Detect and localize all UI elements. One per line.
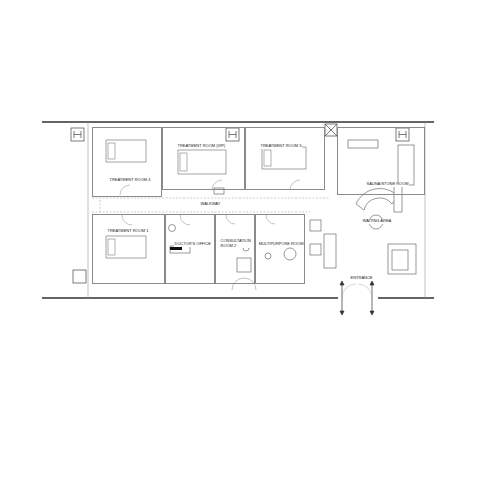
room-name: CONSULTATION ROOM 2: [220, 239, 251, 248]
room-box: SAUNA/STONE ROOM: [337, 127, 425, 195]
room-box: TREATMENT ROOM 4: [92, 127, 162, 197]
room-name: MULTIPURPOSE ROOM: [258, 242, 304, 247]
room-box: MULTIPURPOSE ROOM: [255, 214, 305, 284]
room-name: TREATMENT ROOM 4: [109, 178, 151, 183]
room-box: DOCTOR'S OFFICE: [165, 214, 215, 284]
room-name: SAUNA/STONE ROOM: [366, 182, 409, 187]
room-name: TREATMENT ROOM 3: [260, 144, 302, 149]
room-box: CONSULTATION ROOM 2: [215, 214, 255, 284]
room-name: TREATMENT ROOM (VIP): [177, 144, 226, 149]
area-label: WALKWAY: [200, 202, 221, 207]
room-name: DOCTOR'S OFFICE: [174, 242, 211, 247]
area-label: WAITING AREA: [362, 219, 392, 224]
room-name: TREATMENT ROOM 1: [107, 229, 149, 234]
area-label: ENTRANCE: [350, 276, 373, 281]
room-box: TREATMENT ROOM (VIP): [162, 127, 245, 190]
room-box: TREATMENT ROOM 3: [245, 127, 325, 190]
room-box: TREATMENT ROOM 1: [92, 214, 165, 284]
